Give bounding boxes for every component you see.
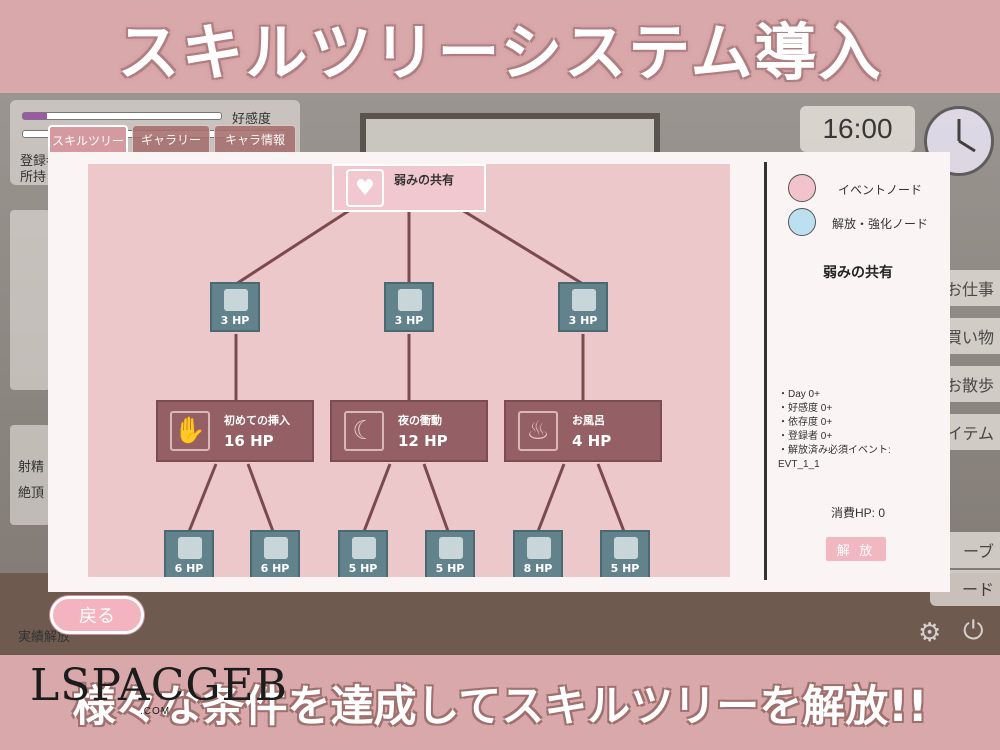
pose-icon bbox=[439, 537, 463, 559]
clock-icon bbox=[924, 106, 994, 176]
skill-tree-modal: ♥ 弱みの共有 3 HP 3 HP 3 HP ✋ 初めての挿入 16 HP ☾ … bbox=[48, 152, 950, 592]
skill-node-first-insertion[interactable]: ✋ 初めての挿入 16 HP bbox=[156, 400, 314, 462]
pose-icon bbox=[352, 537, 376, 559]
lotion-icon bbox=[572, 289, 596, 311]
node-hp: 5 HP bbox=[610, 562, 640, 575]
skill-node-tier3-2[interactable]: 6 HP bbox=[250, 530, 300, 577]
root-skill-node[interactable]: ♥ 弱みの共有 bbox=[332, 164, 486, 212]
owned-label: 所持 bbox=[20, 169, 47, 184]
requirement-item: EVT_1_1 bbox=[778, 459, 820, 470]
skill-node-tier1-2[interactable]: 3 HP bbox=[384, 282, 434, 332]
bottom-caption: 様々な条件を達成してスキルツリーを解放!! bbox=[72, 681, 928, 732]
node-name: 夜の衝動 bbox=[398, 414, 442, 427]
requirement-item: ・好感度 0+ bbox=[778, 403, 833, 414]
bathroom-icon bbox=[224, 289, 248, 311]
event-node-legend-label: イベントノード bbox=[838, 183, 923, 197]
top-title: スキルツリーシステム導入 bbox=[117, 15, 883, 89]
requirements-list: ・Day 0+ ・好感度 0+ ・依存度 0+ ・登録者 0+ ・解放済み必須イ… bbox=[778, 388, 891, 472]
node-hp: 5 HP bbox=[435, 562, 465, 575]
time-display: 16:00 bbox=[800, 106, 915, 152]
unlock-node-legend-swatch bbox=[788, 208, 816, 236]
requirement-item: ・解放済み必須イベント: bbox=[778, 445, 891, 456]
node-hp: 5 HP bbox=[348, 562, 378, 575]
affection-label: 好感度 bbox=[232, 111, 272, 126]
node-name: 初めての挿入 bbox=[224, 414, 290, 427]
bath-icon: ♨ bbox=[518, 411, 558, 451]
tab-character-info[interactable]: キャラ情報 bbox=[214, 125, 296, 153]
drop-icon bbox=[178, 537, 202, 559]
node-hp: 4 HP bbox=[572, 432, 612, 450]
skill-node-bath[interactable]: ♨ お風呂 4 HP bbox=[504, 400, 662, 462]
skill-node-tier3-5[interactable]: 8 HP bbox=[513, 530, 563, 577]
pose-icon bbox=[614, 537, 638, 559]
skill-node-tier1-1[interactable]: 3 HP bbox=[210, 282, 260, 332]
left-stat-2: 絶頂 bbox=[18, 485, 45, 500]
tab-skill-tree[interactable]: スキルツリー bbox=[48, 125, 128, 153]
requirement-item: ・登録者 0+ bbox=[778, 431, 833, 442]
gear-icon[interactable]: ⚙ bbox=[918, 618, 942, 648]
event-node-legend-swatch bbox=[788, 174, 816, 202]
requirement-item: ・依存度 0+ bbox=[778, 417, 833, 428]
moon-icon: ☾ bbox=[344, 411, 384, 451]
unlock-node-legend-label: 解放・強化ノード bbox=[832, 217, 929, 231]
node-hp: 6 HP bbox=[174, 562, 204, 575]
power-icon[interactable]: ⏻ bbox=[963, 616, 984, 646]
affection-bar bbox=[22, 112, 222, 120]
node-hp: 8 HP bbox=[523, 562, 553, 575]
heart-icon bbox=[527, 537, 551, 559]
left-list-panel bbox=[10, 210, 50, 390]
node-hp: 3 HP bbox=[394, 314, 424, 327]
node-hp: 3 HP bbox=[220, 314, 250, 327]
skill-node-tier1-3[interactable]: 3 HP bbox=[558, 282, 608, 332]
left-stats-panel bbox=[10, 425, 50, 525]
root-node-label: 弱みの共有 bbox=[394, 172, 455, 187]
left-stat-1: 射精 bbox=[18, 459, 45, 474]
node-hp: 16 HP bbox=[224, 432, 274, 450]
skill-tree-canvas[interactable]: ♥ 弱みの共有 3 HP 3 HP 3 HP ✋ 初めての挿入 16 HP ☾ … bbox=[88, 164, 730, 577]
heart-signal-icon: ♥ bbox=[346, 169, 384, 207]
watermark-domain: .COM bbox=[140, 706, 171, 717]
node-hp: 12 HP bbox=[398, 432, 448, 450]
tab-gallery[interactable]: ギャラリー bbox=[132, 125, 210, 153]
skill-node-tier3-3[interactable]: 5 HP bbox=[338, 530, 388, 577]
achievement-button[interactable]: 実績解放 bbox=[18, 629, 71, 644]
node-hp: 6 HP bbox=[260, 562, 290, 575]
top-banner: スキルツリーシステム導入 bbox=[0, 0, 1000, 93]
unlock-button[interactable]: 解 放 bbox=[826, 537, 886, 561]
node-name: お風呂 bbox=[572, 414, 605, 427]
tree-connectors bbox=[186, 208, 627, 535]
watermark-logo: LSPACGEB bbox=[30, 660, 288, 711]
hand-icon: ✋ bbox=[170, 411, 210, 451]
back-button[interactable]: 戻る bbox=[50, 596, 144, 634]
touch-icon bbox=[398, 289, 422, 311]
node-hp: 3 HP bbox=[568, 314, 598, 327]
toy-icon bbox=[264, 537, 288, 559]
requirement-item: ・Day 0+ bbox=[778, 389, 820, 400]
skill-node-night-urge[interactable]: ☾ 夜の衝動 12 HP bbox=[330, 400, 488, 462]
selected-node-title: 弱みの共有 bbox=[823, 265, 893, 281]
panel-divider bbox=[764, 162, 767, 580]
skill-node-tier3-6[interactable]: 5 HP bbox=[600, 530, 650, 577]
skill-node-tier3-4[interactable]: 5 HP bbox=[425, 530, 475, 577]
hp-cost: 消費HP: 0 bbox=[830, 506, 885, 520]
skill-node-tier3-1[interactable]: 6 HP bbox=[164, 530, 214, 577]
bottom-banner: 様々な条件を達成してスキルツリーを解放!! bbox=[0, 655, 1000, 750]
